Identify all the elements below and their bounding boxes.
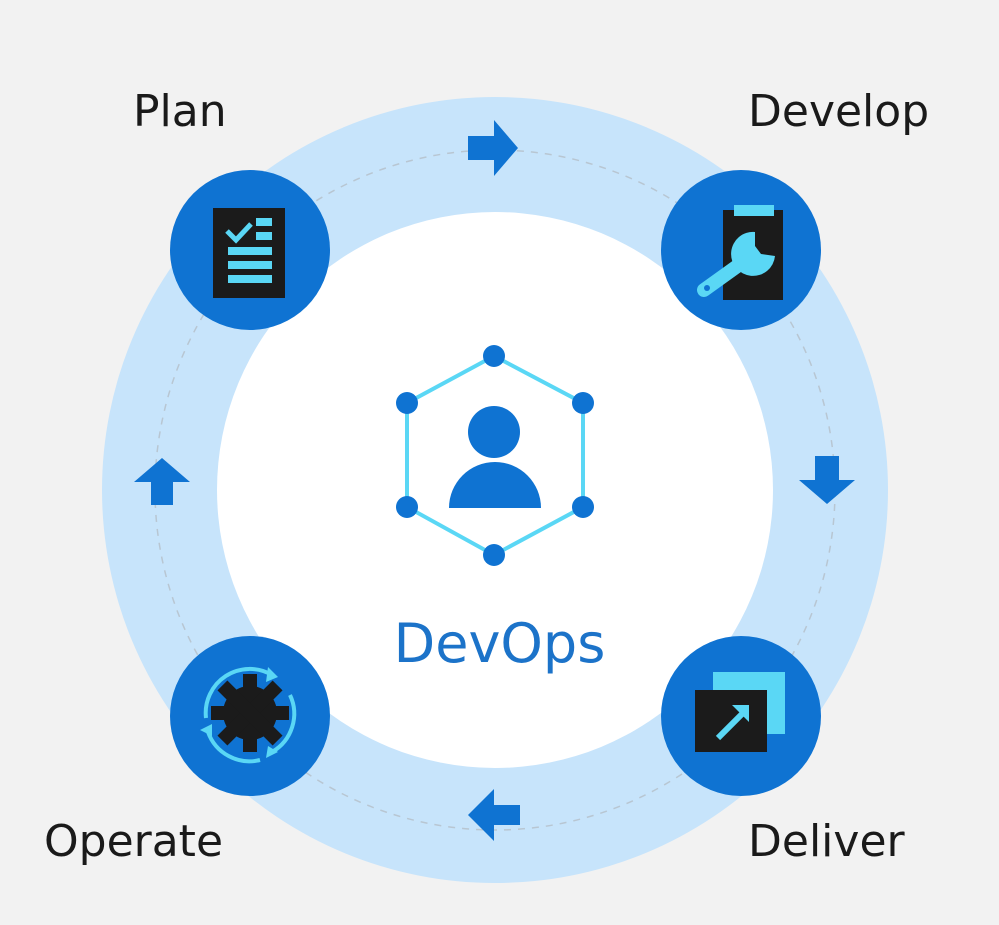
develop-node [661, 170, 821, 330]
deliver-arrow-icon [695, 672, 785, 752]
wrench-clipboard-icon [697, 205, 783, 300]
gear-cycle-icon [200, 666, 297, 764]
stage-label-plan: Plan [133, 86, 227, 137]
checklist-icon [213, 208, 285, 298]
plan-node [170, 170, 330, 330]
diagram-title: DevOps [393, 612, 606, 675]
arrow-left-icon [468, 789, 520, 841]
arrow-down-icon [799, 456, 855, 504]
arrow-right-icon [468, 120, 518, 176]
stage-label-deliver: Deliver [748, 816, 905, 867]
operate-node [170, 636, 330, 796]
stage-label-operate: Operate [44, 816, 224, 867]
deliver-node [661, 636, 821, 796]
user-hexagon-icon [396, 345, 594, 566]
arrow-up-icon [134, 458, 190, 505]
stage-label-develop: Develop [748, 86, 930, 137]
